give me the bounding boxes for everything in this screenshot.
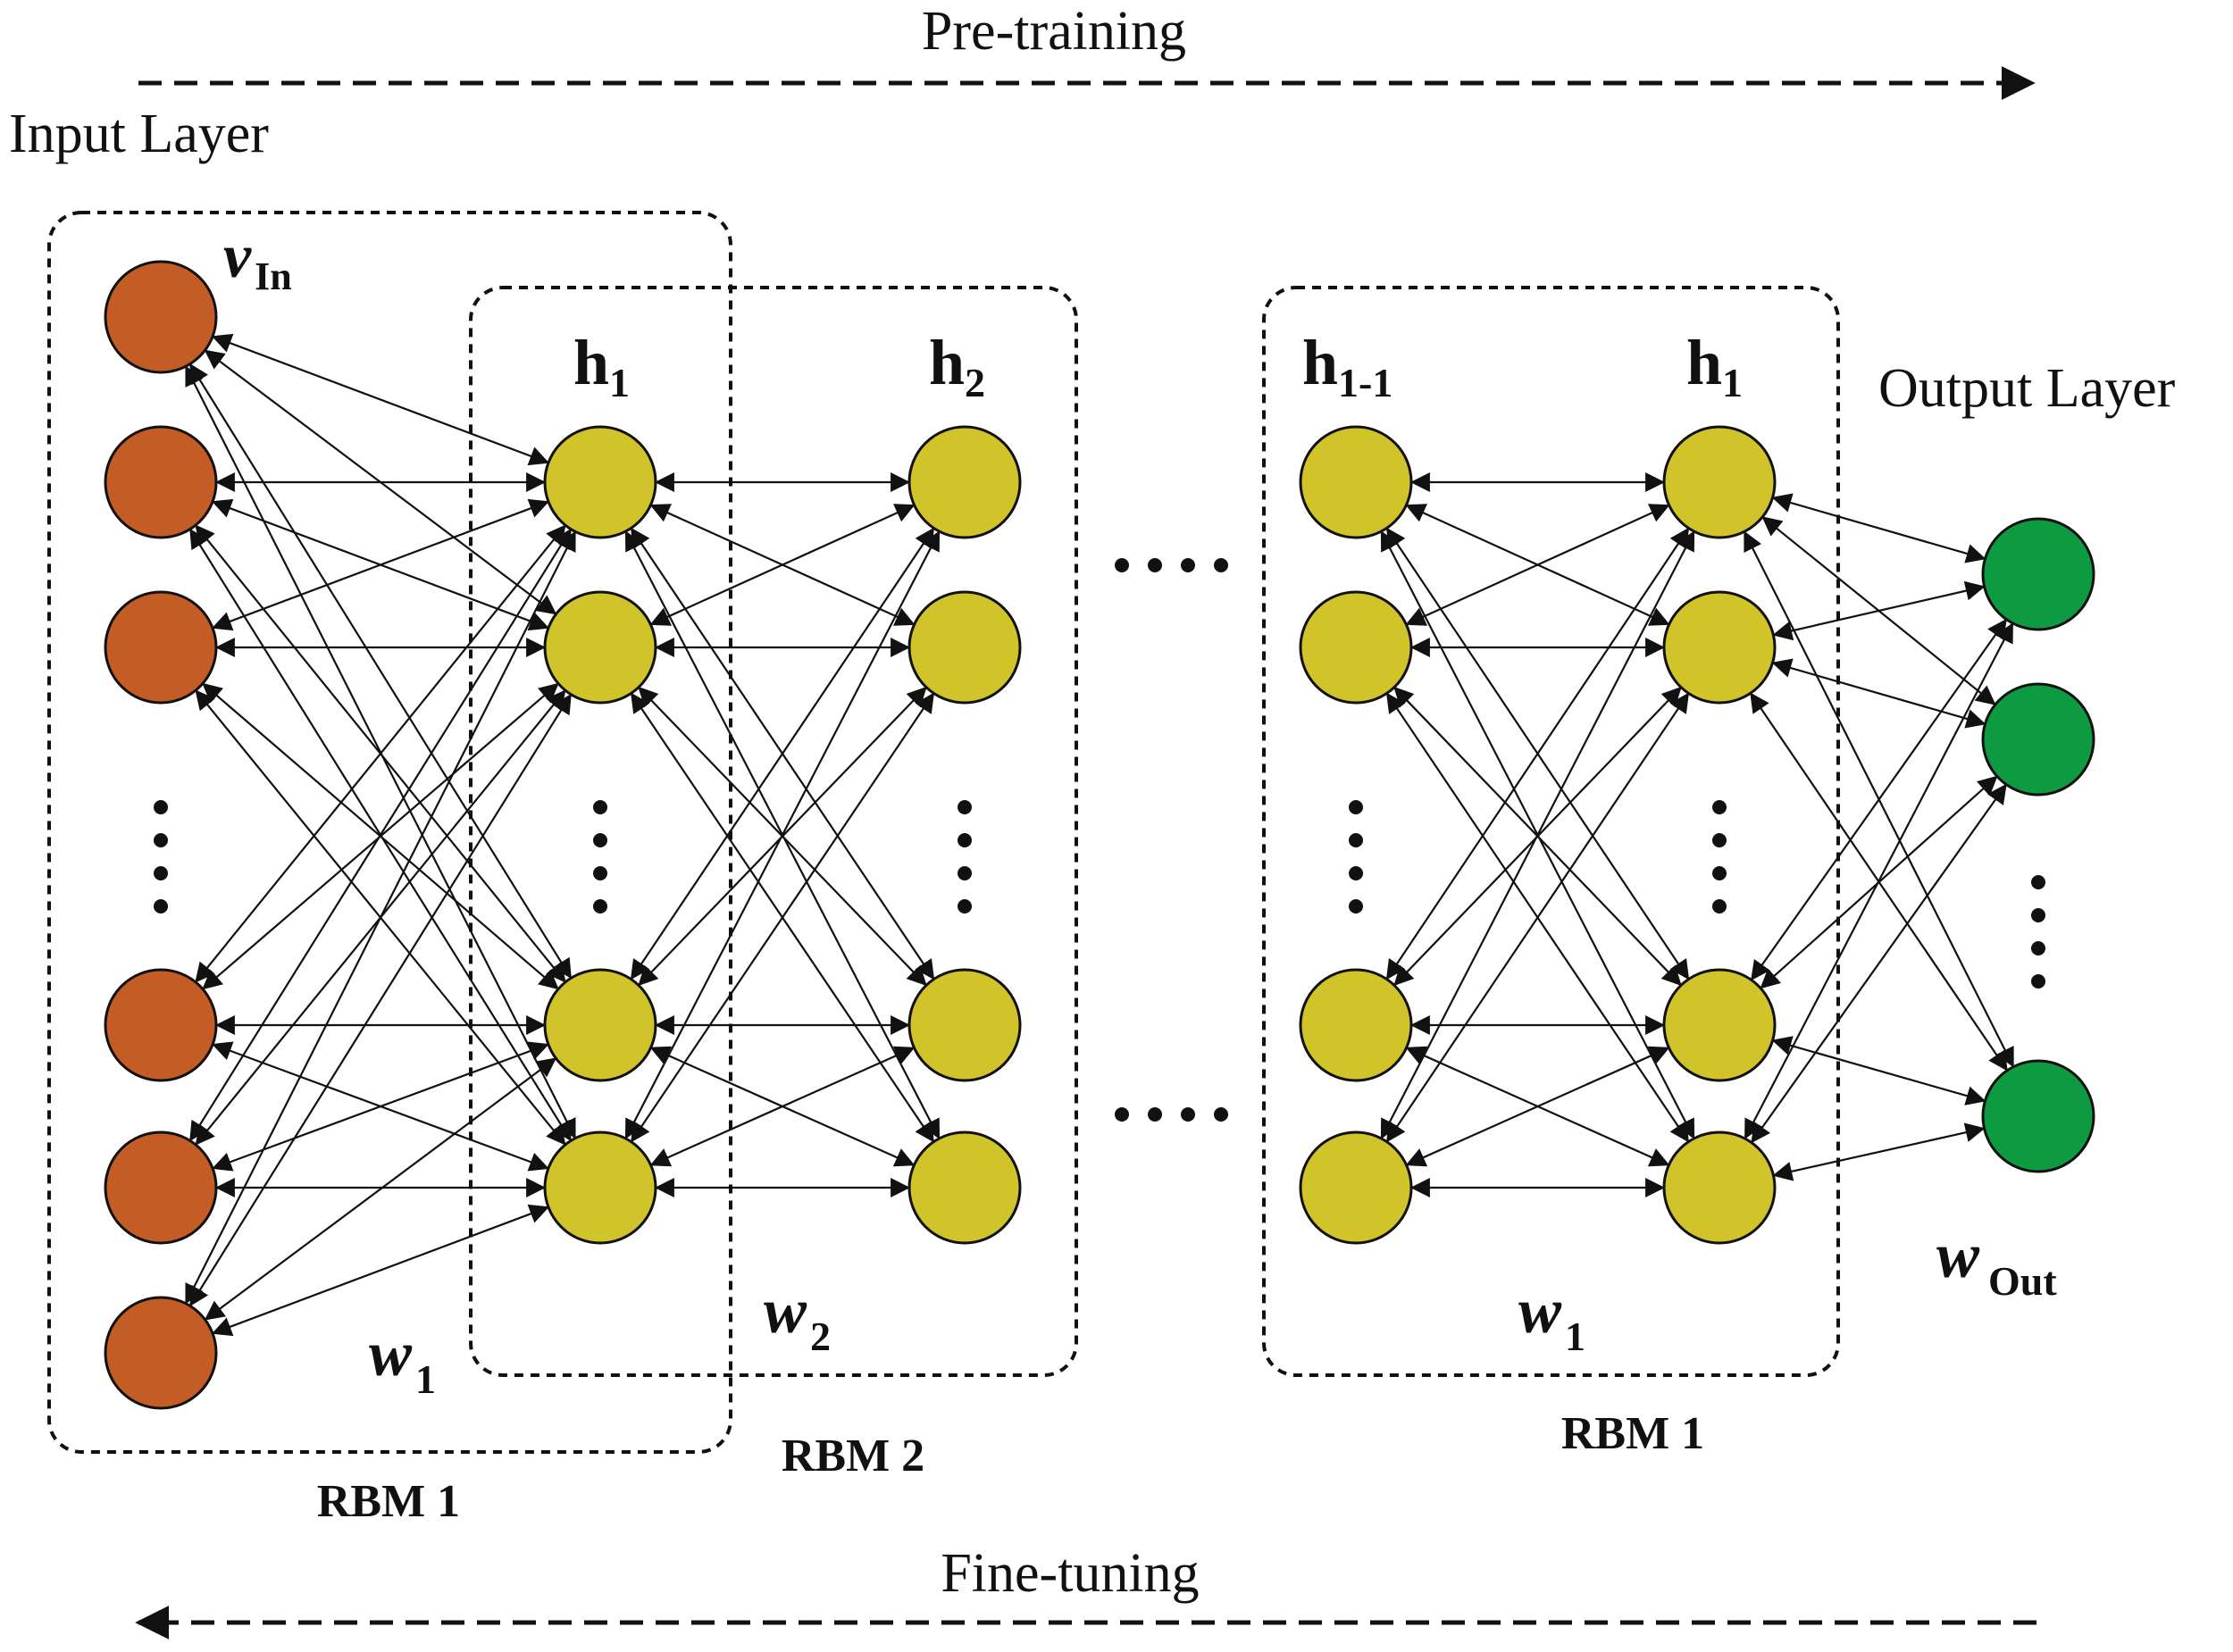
middle-ellipsis-top-dot-2: [1181, 558, 1195, 572]
input-node-5: [104, 1296, 218, 1410]
hl-node-1: [1662, 590, 1777, 705]
edge-hl1-3-hl-2: [1405, 1046, 1670, 1167]
h-l-label: h1: [1686, 327, 1743, 405]
output-ellipsis-dot-1: [2031, 908, 2045, 922]
edge-input-0-h1-0: [212, 333, 549, 466]
h2-ellipsis-dot-1: [958, 833, 972, 847]
middle-ellipsis-bottom-dot-1: [1148, 1107, 1162, 1122]
h2-ellipsis-dot-2: [958, 866, 972, 880]
output-node-0: [1981, 517, 2095, 631]
h2-node-3: [907, 1131, 1022, 1245]
hl-node-0: [1662, 425, 1777, 539]
h-l-minus-1-label: h1-1: [1302, 327, 1392, 405]
middle-ellipsis-bottom-dot-2: [1181, 1107, 1195, 1122]
edge-hl-3-output-1: [1751, 783, 2007, 1144]
hl1-node-1: [1299, 590, 1413, 705]
rbm2-label: RBM 2: [782, 1431, 924, 1481]
hl1-ellipsis-dot-0: [1349, 800, 1363, 814]
hl-ellipsis-dot-0: [1712, 800, 1727, 814]
ellipsis-dots: [154, 558, 2045, 1122]
output-layer-label: Output Layer: [1878, 358, 2176, 419]
output-ellipsis-dot-2: [2031, 941, 2045, 955]
input-ellipsis-dot-2: [154, 866, 168, 880]
input-node-2: [104, 590, 218, 705]
nodes: [104, 260, 2095, 1410]
middle-ellipsis-top-dot-0: [1115, 558, 1129, 572]
hl-node-2: [1662, 968, 1777, 1082]
input-ellipsis-dot-1: [154, 833, 168, 847]
edge-hl-1-output-0: [1772, 580, 1986, 641]
middle-ellipsis-bottom-dot-3: [1214, 1107, 1228, 1122]
input-node-3: [104, 968, 218, 1082]
h1-ellipsis-dot-3: [593, 899, 607, 914]
hl-ellipsis-dot-1: [1712, 833, 1727, 847]
edge-hl-2-output-2: [1771, 1036, 1986, 1106]
edge-hl-2-output-0: [1750, 618, 2008, 981]
h1-node-1: [543, 590, 657, 705]
h1-node-2: [543, 968, 657, 1082]
h2-node-2: [907, 968, 1022, 1082]
h1-ellipsis-dot-2: [593, 866, 607, 880]
hl-ellipsis-dot-3: [1712, 899, 1727, 914]
hl1-node-3: [1299, 1131, 1413, 1245]
edge-input-5-h1-1: [188, 693, 573, 1307]
hl1-ellipsis-dot-1: [1349, 833, 1363, 847]
hl1-node-2: [1299, 968, 1413, 1082]
h2-node-0: [907, 425, 1022, 539]
connection-edges: [184, 333, 2015, 1337]
edge-input-5-h1-3: [212, 1204, 549, 1337]
h1-ellipsis-dot-0: [593, 800, 607, 814]
input-node-4: [104, 1131, 218, 1245]
rbm-last-label: RBM 1: [1561, 1408, 1704, 1459]
output-node-2: [1981, 1059, 2095, 1173]
h2-label: h2: [929, 327, 985, 405]
output-node-1: [1981, 682, 2095, 797]
w-l-label: w1: [1518, 1275, 1585, 1359]
hl1-node-0: [1299, 425, 1413, 539]
input-ellipsis-dot-3: [154, 899, 168, 914]
hl-node-3: [1662, 1131, 1777, 1245]
middle-ellipsis-top-dot-3: [1214, 558, 1228, 572]
h2-ellipsis-dot-0: [958, 800, 972, 814]
h1-node-3: [543, 1131, 657, 1245]
finetuning-label: Fine-tuning: [941, 1543, 1199, 1604]
input-ellipsis-dot-0: [154, 800, 168, 814]
input-layer-label: Input Layer: [9, 104, 269, 164]
w2-label: w2: [764, 1275, 831, 1359]
h1-node-0: [543, 425, 657, 539]
pretraining-label: Pre-training: [922, 1, 1186, 62]
edge-input-0-h1-2: [188, 363, 573, 980]
input-node-1: [104, 425, 218, 539]
h1-label: h1: [573, 327, 630, 405]
edge-input-5-h1-2: [204, 1057, 557, 1321]
h2-ellipsis-dot-3: [958, 899, 972, 914]
hl1-ellipsis-dot-2: [1349, 866, 1363, 880]
edge-hl-3-output-0: [1744, 622, 2014, 1139]
edge-h1-3-h2-2: [649, 1046, 916, 1167]
hl1-ellipsis-dot-3: [1349, 899, 1363, 914]
hl-ellipsis-dot-2: [1712, 866, 1727, 880]
middle-ellipsis-bottom-dot-0: [1115, 1107, 1129, 1122]
h2-node-1: [907, 590, 1022, 705]
output-ellipsis-dot-3: [2031, 974, 2045, 989]
h1-ellipsis-dot-1: [593, 833, 607, 847]
rbm-last-box: [1262, 286, 1840, 1377]
input-node-0: [104, 260, 218, 374]
rbm1-label: RBM 1: [317, 1476, 460, 1527]
w1-label: w1: [369, 1318, 436, 1402]
edge-hl-3-output-2: [1772, 1122, 1986, 1181]
v-in-label: vIn: [223, 222, 292, 298]
middle-ellipsis-top-dot-1: [1148, 558, 1162, 572]
output-ellipsis-dot-0: [2031, 875, 2045, 889]
